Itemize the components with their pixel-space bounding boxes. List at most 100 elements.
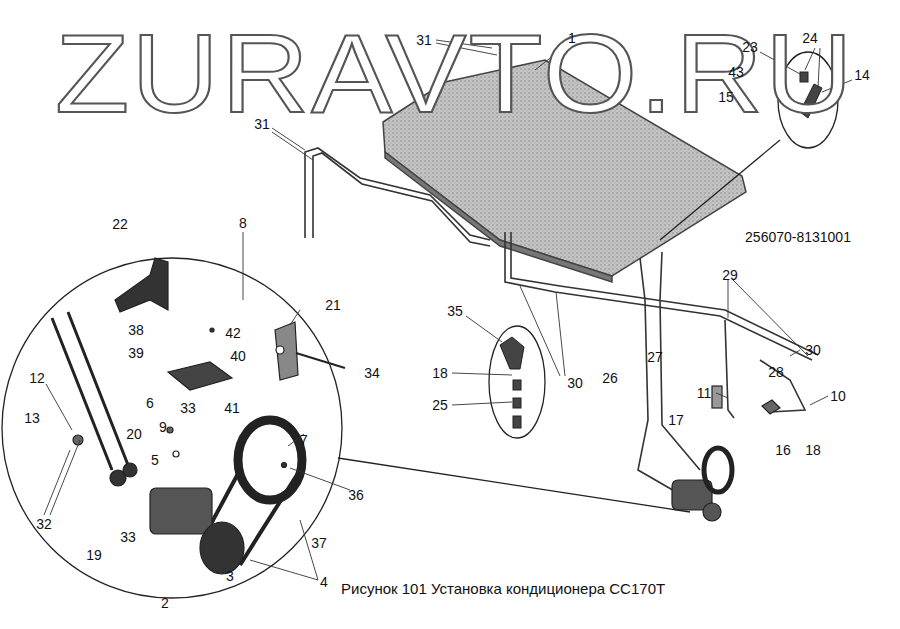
detail-circles <box>338 458 690 512</box>
detail-parts <box>275 322 298 380</box>
callout-number: 23 <box>740 39 760 55</box>
refrigerant-pipes <box>511 232 818 355</box>
callout-number: 4 <box>318 574 330 590</box>
leader-lines <box>452 373 512 375</box>
leader-lines <box>272 128 313 160</box>
callout-number: 34 <box>362 365 382 381</box>
callout-number: 3 <box>224 568 236 584</box>
leader-lines <box>452 402 512 405</box>
detail-parts <box>115 258 168 312</box>
refrigerant-pipes <box>638 258 690 500</box>
callout-number: 18 <box>803 442 823 458</box>
callout-number: 5 <box>149 452 161 468</box>
figure-caption: Рисунок 101 Установка кондиционера СС170… <box>341 580 665 597</box>
callout-number: 36 <box>346 487 366 503</box>
small-compressor <box>712 386 722 408</box>
detail-circles <box>489 326 545 438</box>
leader-lines <box>520 286 565 376</box>
detail-hose <box>513 416 521 428</box>
detail-parts <box>238 420 302 500</box>
leader-lines <box>250 520 318 580</box>
detail-parts <box>52 312 128 470</box>
callout-number: 2 <box>159 595 171 611</box>
leader-lines <box>243 232 244 300</box>
leader-lines <box>290 310 300 325</box>
detail-circles <box>660 140 780 240</box>
leader-lines <box>716 393 728 398</box>
callout-number: 11 <box>695 385 714 401</box>
callout-number: 1 <box>566 30 578 46</box>
detail-circles <box>2 52 838 598</box>
callout-number: 31 <box>252 116 272 132</box>
detail-parts <box>73 435 83 445</box>
detail-parts <box>282 463 287 468</box>
detail-parts <box>150 488 212 534</box>
leader-lines <box>46 384 72 430</box>
small-compressor <box>672 386 780 521</box>
callout-number: 38 <box>126 322 146 338</box>
detail-circles <box>2 258 342 598</box>
part-code: 256070-8131001 <box>743 229 853 245</box>
detail-parts <box>52 258 345 574</box>
callout-number: 7 <box>298 432 310 448</box>
roof-panel <box>385 152 612 282</box>
leader-lines <box>44 440 80 515</box>
leader-lines <box>466 316 502 342</box>
detail-parts <box>167 427 173 433</box>
callout-number: 15 <box>716 89 736 105</box>
leader-lines <box>810 396 828 405</box>
detail-parts <box>296 353 345 368</box>
callout-number: 19 <box>84 547 104 563</box>
leader-lines <box>290 468 350 490</box>
callout-number: 17 <box>666 412 686 428</box>
callout-number: 25 <box>430 397 450 413</box>
callout-number: 27 <box>645 349 665 365</box>
callout-number: 41 <box>222 400 242 416</box>
detail-parts <box>210 328 214 332</box>
callout-number: 14 <box>852 67 872 83</box>
callout-number: 13 <box>22 410 42 426</box>
callout-number: 40 <box>228 348 248 364</box>
callout-number: 9 <box>157 419 169 435</box>
callout-number: 35 <box>445 303 465 319</box>
detail-hose <box>513 398 521 408</box>
small-compressor <box>703 503 721 521</box>
leader-lines <box>790 350 800 356</box>
callout-number: 8 <box>237 215 249 231</box>
callout-number: 18 <box>430 365 450 381</box>
detail-hose <box>500 337 524 369</box>
callout-number: 39 <box>126 345 146 361</box>
callout-number: 30 <box>803 342 823 358</box>
refrigerant-pipes <box>725 320 734 418</box>
callout-number: 26 <box>600 370 620 386</box>
callout-number: 30 <box>565 375 585 391</box>
callout-number: 21 <box>323 297 343 313</box>
callout-number: 16 <box>773 442 793 458</box>
callout-number: 32 <box>34 516 54 532</box>
detail-hose <box>513 380 521 390</box>
leader-lines <box>728 280 808 356</box>
callout-number: 33 <box>118 529 138 545</box>
refrigerant-pipes <box>313 153 490 246</box>
callout-number: 28 <box>766 364 786 380</box>
callout-number: 6 <box>144 395 156 411</box>
detail-parts <box>200 522 244 574</box>
detail-parts <box>123 463 137 477</box>
callout-number: 31 <box>414 32 434 48</box>
detail-parts <box>168 362 232 390</box>
callout-number: 42 <box>223 325 243 341</box>
refrigerant-pipes <box>660 252 700 470</box>
small-compressor <box>704 448 732 492</box>
detail-parts <box>276 346 284 354</box>
callout-number: 10 <box>828 388 848 404</box>
callout-number: 24 <box>800 30 820 46</box>
callout-number: 20 <box>124 426 144 442</box>
callout-number: 22 <box>110 216 130 232</box>
detail-parts <box>173 451 179 457</box>
small-compressor <box>762 400 780 414</box>
callout-number: 43 <box>726 64 746 80</box>
callout-number: 33 <box>178 400 198 416</box>
callout-number: 37 <box>309 535 329 551</box>
refrigerant-pipes <box>505 232 812 360</box>
